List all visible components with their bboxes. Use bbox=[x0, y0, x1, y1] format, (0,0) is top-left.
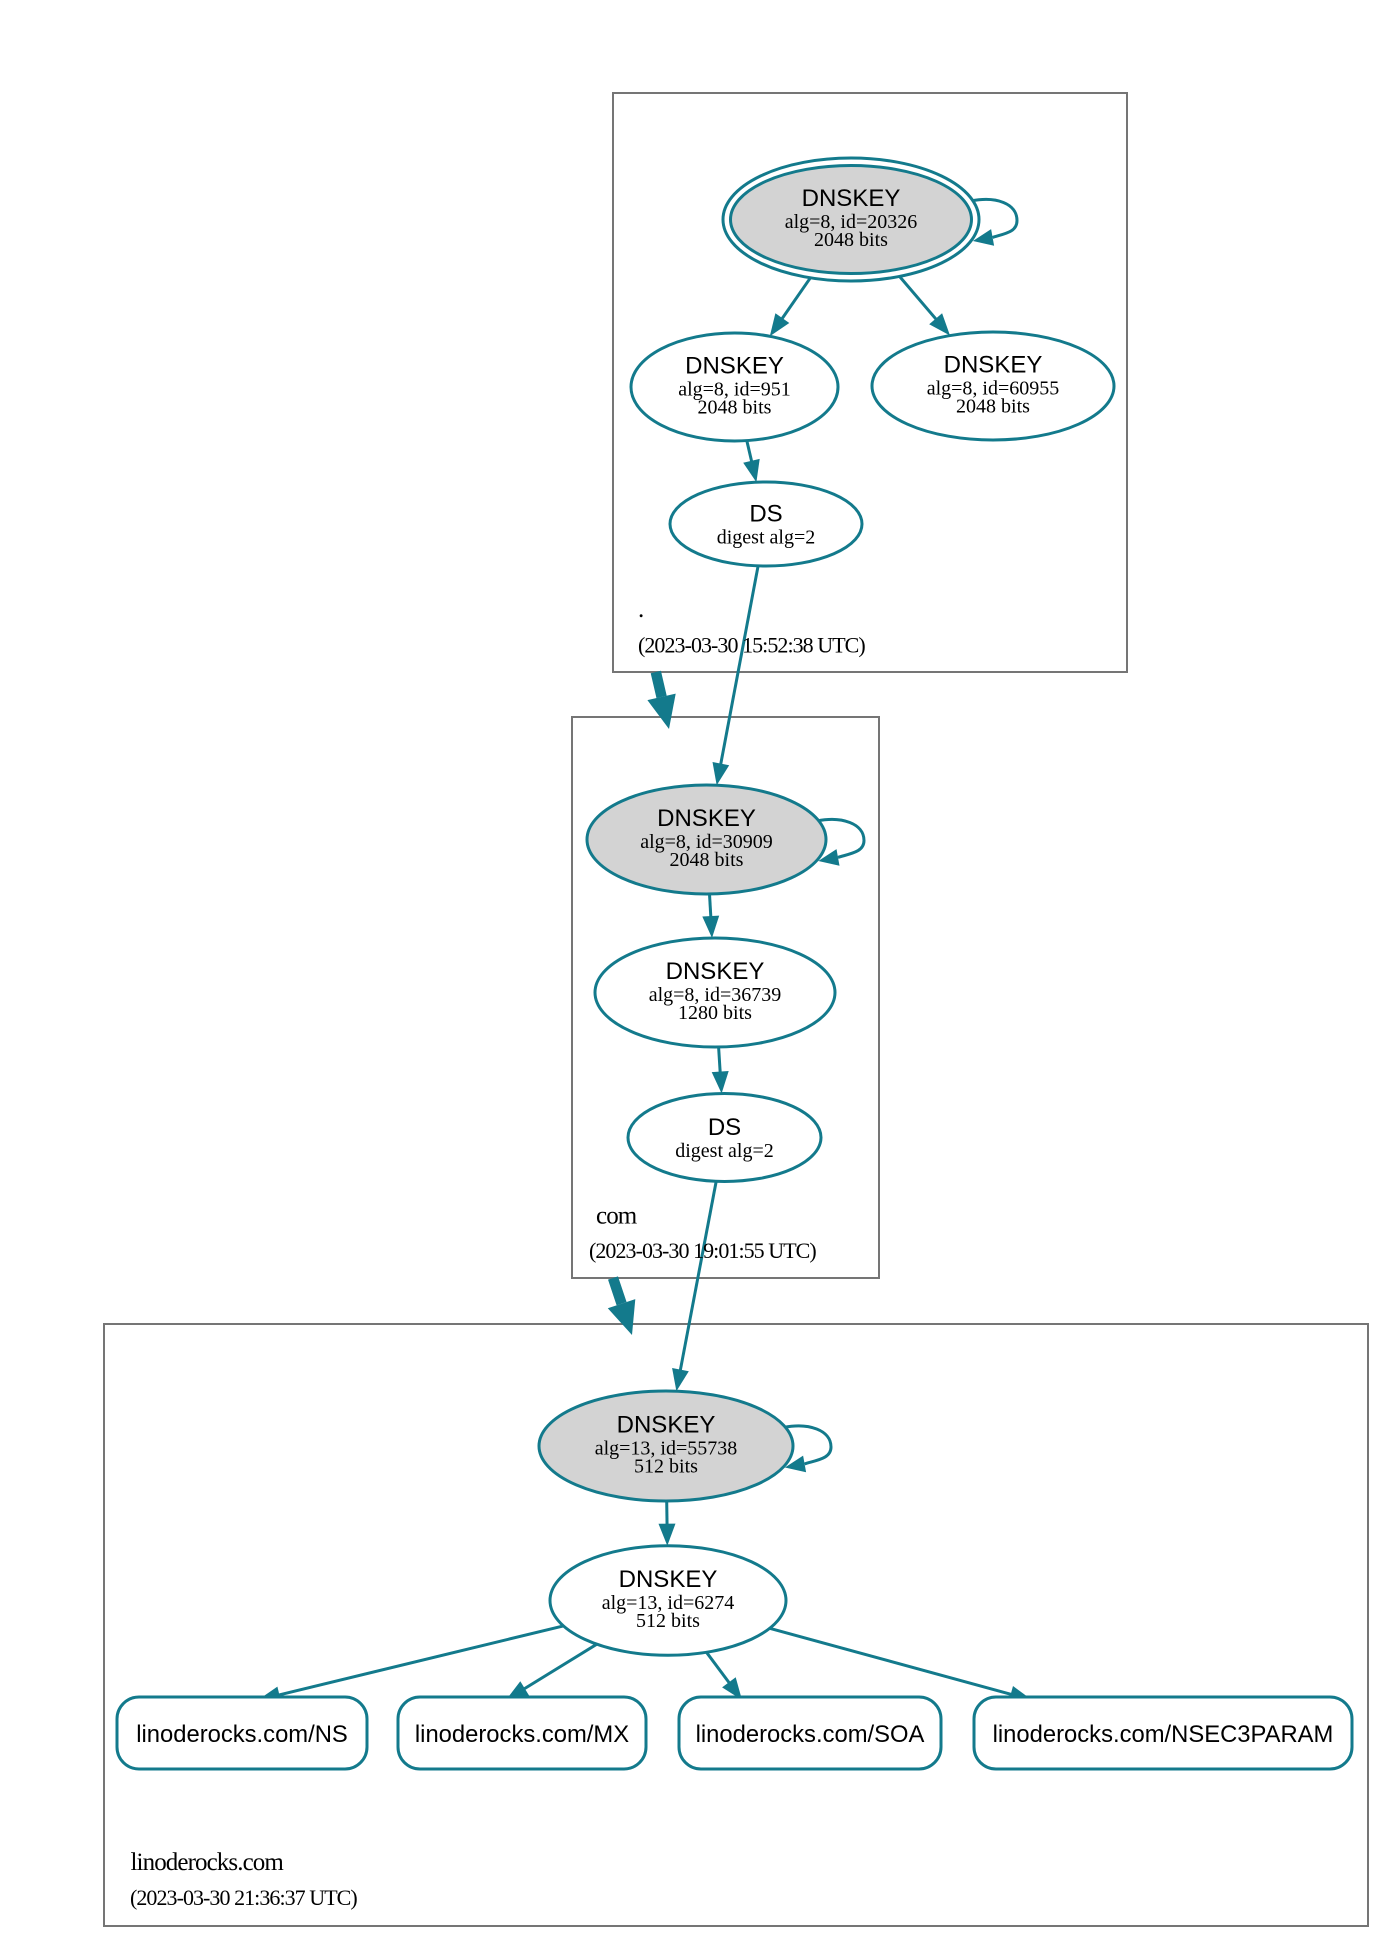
svg-text:alg=13, id=6274: alg=13, id=6274 bbox=[602, 1592, 735, 1614]
svg-text:(2023-03-30 15:52:38 UTC): (2023-03-30 15:52:38 UTC) bbox=[638, 633, 865, 658]
svg-text:512 bits: 512 bits bbox=[634, 1456, 698, 1478]
svg-text:alg=13, id=55738: alg=13, id=55738 bbox=[595, 1438, 738, 1460]
svg-text:DNSKEY: DNSKEY bbox=[619, 1566, 718, 1593]
svg-text:linoderocks.com/NS: linoderocks.com/NS bbox=[136, 1721, 348, 1748]
svg-text:alg=8, id=20326: alg=8, id=20326 bbox=[785, 211, 918, 233]
svg-text:linoderocks.com/SOA: linoderocks.com/SOA bbox=[696, 1721, 925, 1748]
svg-text:digest alg=2: digest alg=2 bbox=[717, 527, 816, 549]
svg-text:2048 bits: 2048 bits bbox=[956, 396, 1030, 418]
svg-text:(2023-03-30 19:01:55 UTC): (2023-03-30 19:01:55 UTC) bbox=[589, 1238, 816, 1263]
svg-text:.: . bbox=[638, 596, 643, 623]
svg-text:DNSKEY: DNSKEY bbox=[685, 353, 784, 380]
svg-text:DS: DS bbox=[708, 1114, 741, 1141]
svg-text:DNSKEY: DNSKEY bbox=[657, 805, 756, 832]
svg-text:digest alg=2: digest alg=2 bbox=[675, 1140, 774, 1162]
svg-text:alg=8, id=36739: alg=8, id=36739 bbox=[649, 984, 782, 1006]
svg-text:com: com bbox=[596, 1203, 638, 1230]
svg-text:linoderocks.com/NSEC3PARAM: linoderocks.com/NSEC3PARAM bbox=[993, 1721, 1334, 1748]
svg-text:DNSKEY: DNSKEY bbox=[666, 958, 765, 985]
svg-text:alg=8, id=60955: alg=8, id=60955 bbox=[927, 378, 1060, 400]
svg-text:DS: DS bbox=[749, 501, 782, 528]
svg-text:linoderocks.com: linoderocks.com bbox=[131, 1849, 285, 1876]
svg-text:alg=8, id=951: alg=8, id=951 bbox=[678, 379, 791, 401]
svg-text:1280 bits: 1280 bits bbox=[678, 1002, 752, 1024]
svg-text:DNSKEY: DNSKEY bbox=[617, 1412, 716, 1439]
svg-text:2048 bits: 2048 bits bbox=[670, 849, 744, 871]
svg-text:linoderocks.com/MX: linoderocks.com/MX bbox=[415, 1721, 629, 1748]
svg-text:alg=8, id=30909: alg=8, id=30909 bbox=[640, 831, 773, 853]
svg-text:DNSKEY: DNSKEY bbox=[944, 352, 1043, 379]
svg-text:2048 bits: 2048 bits bbox=[698, 397, 772, 419]
svg-text:2048 bits: 2048 bits bbox=[814, 229, 888, 251]
svg-text:512 bits: 512 bits bbox=[636, 1610, 700, 1632]
svg-text:DNSKEY: DNSKEY bbox=[802, 185, 901, 212]
svg-text:(2023-03-30 21:36:37 UTC): (2023-03-30 21:36:37 UTC) bbox=[130, 1885, 357, 1910]
